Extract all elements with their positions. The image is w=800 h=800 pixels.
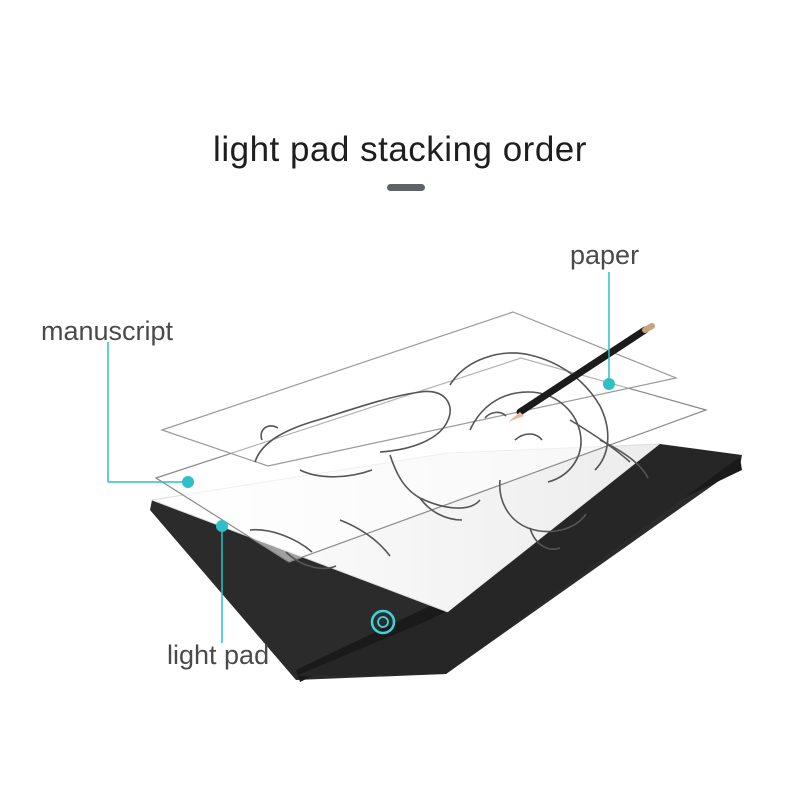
manuscript-label: manuscript xyxy=(41,316,173,347)
paper-label: paper xyxy=(570,240,639,271)
light-pad-label: light pad xyxy=(167,640,269,671)
manuscript-callout xyxy=(108,342,194,488)
